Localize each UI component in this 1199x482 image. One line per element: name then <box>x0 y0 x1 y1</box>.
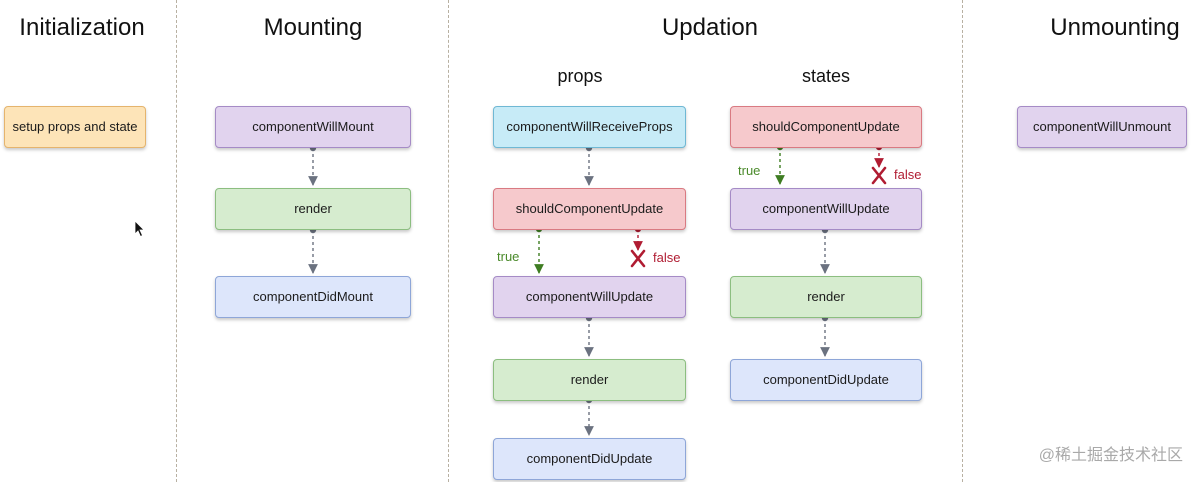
title-mounting: Mounting <box>263 14 363 41</box>
cross-icon <box>630 249 646 268</box>
title-unmounting: Unmounting <box>1050 14 1180 41</box>
divider-updation-unmounting <box>962 0 963 482</box>
label-true: true <box>738 163 761 178</box>
arrow-icon <box>308 148 830 436</box>
title-updation: Updation <box>661 14 759 41</box>
node-should-component-update: shouldComponentUpdate <box>493 188 686 230</box>
cursor-icon <box>134 220 145 238</box>
subtitle-props: props <box>557 66 603 86</box>
divider-mounting-updation <box>448 0 449 482</box>
node-should-component-update: shouldComponentUpdate <box>730 106 922 148</box>
node-render: render <box>215 188 411 230</box>
node-render: render <box>493 359 686 401</box>
node-component-will-update: componentWillUpdate <box>730 188 922 230</box>
label-false: false <box>653 250 681 265</box>
node-render: render <box>730 276 922 318</box>
node-component-will-mount: componentWillMount <box>215 106 411 148</box>
title-initialization: Initialization <box>19 14 145 41</box>
node-component-will-update: componentWillUpdate <box>493 276 686 318</box>
subtitle-states: states <box>801 66 851 86</box>
watermark: @稀土掘金技术社区 <box>1038 447 1183 464</box>
divider-initialization-mounting <box>176 0 177 482</box>
node-component-will-receive-props: componentWillReceiveProps <box>493 106 686 148</box>
cross-icon <box>871 166 887 185</box>
node-component-did-update: componentDidUpdate <box>730 359 922 401</box>
node-component-did-mount: componentDidMount <box>215 276 411 318</box>
label-false: false <box>894 167 922 182</box>
node-setup-props-and-state: setup props and state <box>4 106 146 148</box>
label-true: true <box>497 249 520 264</box>
node-component-did-update: componentDidUpdate <box>493 438 686 480</box>
node-component-will-unmount: componentWillUnmount <box>1017 106 1187 148</box>
